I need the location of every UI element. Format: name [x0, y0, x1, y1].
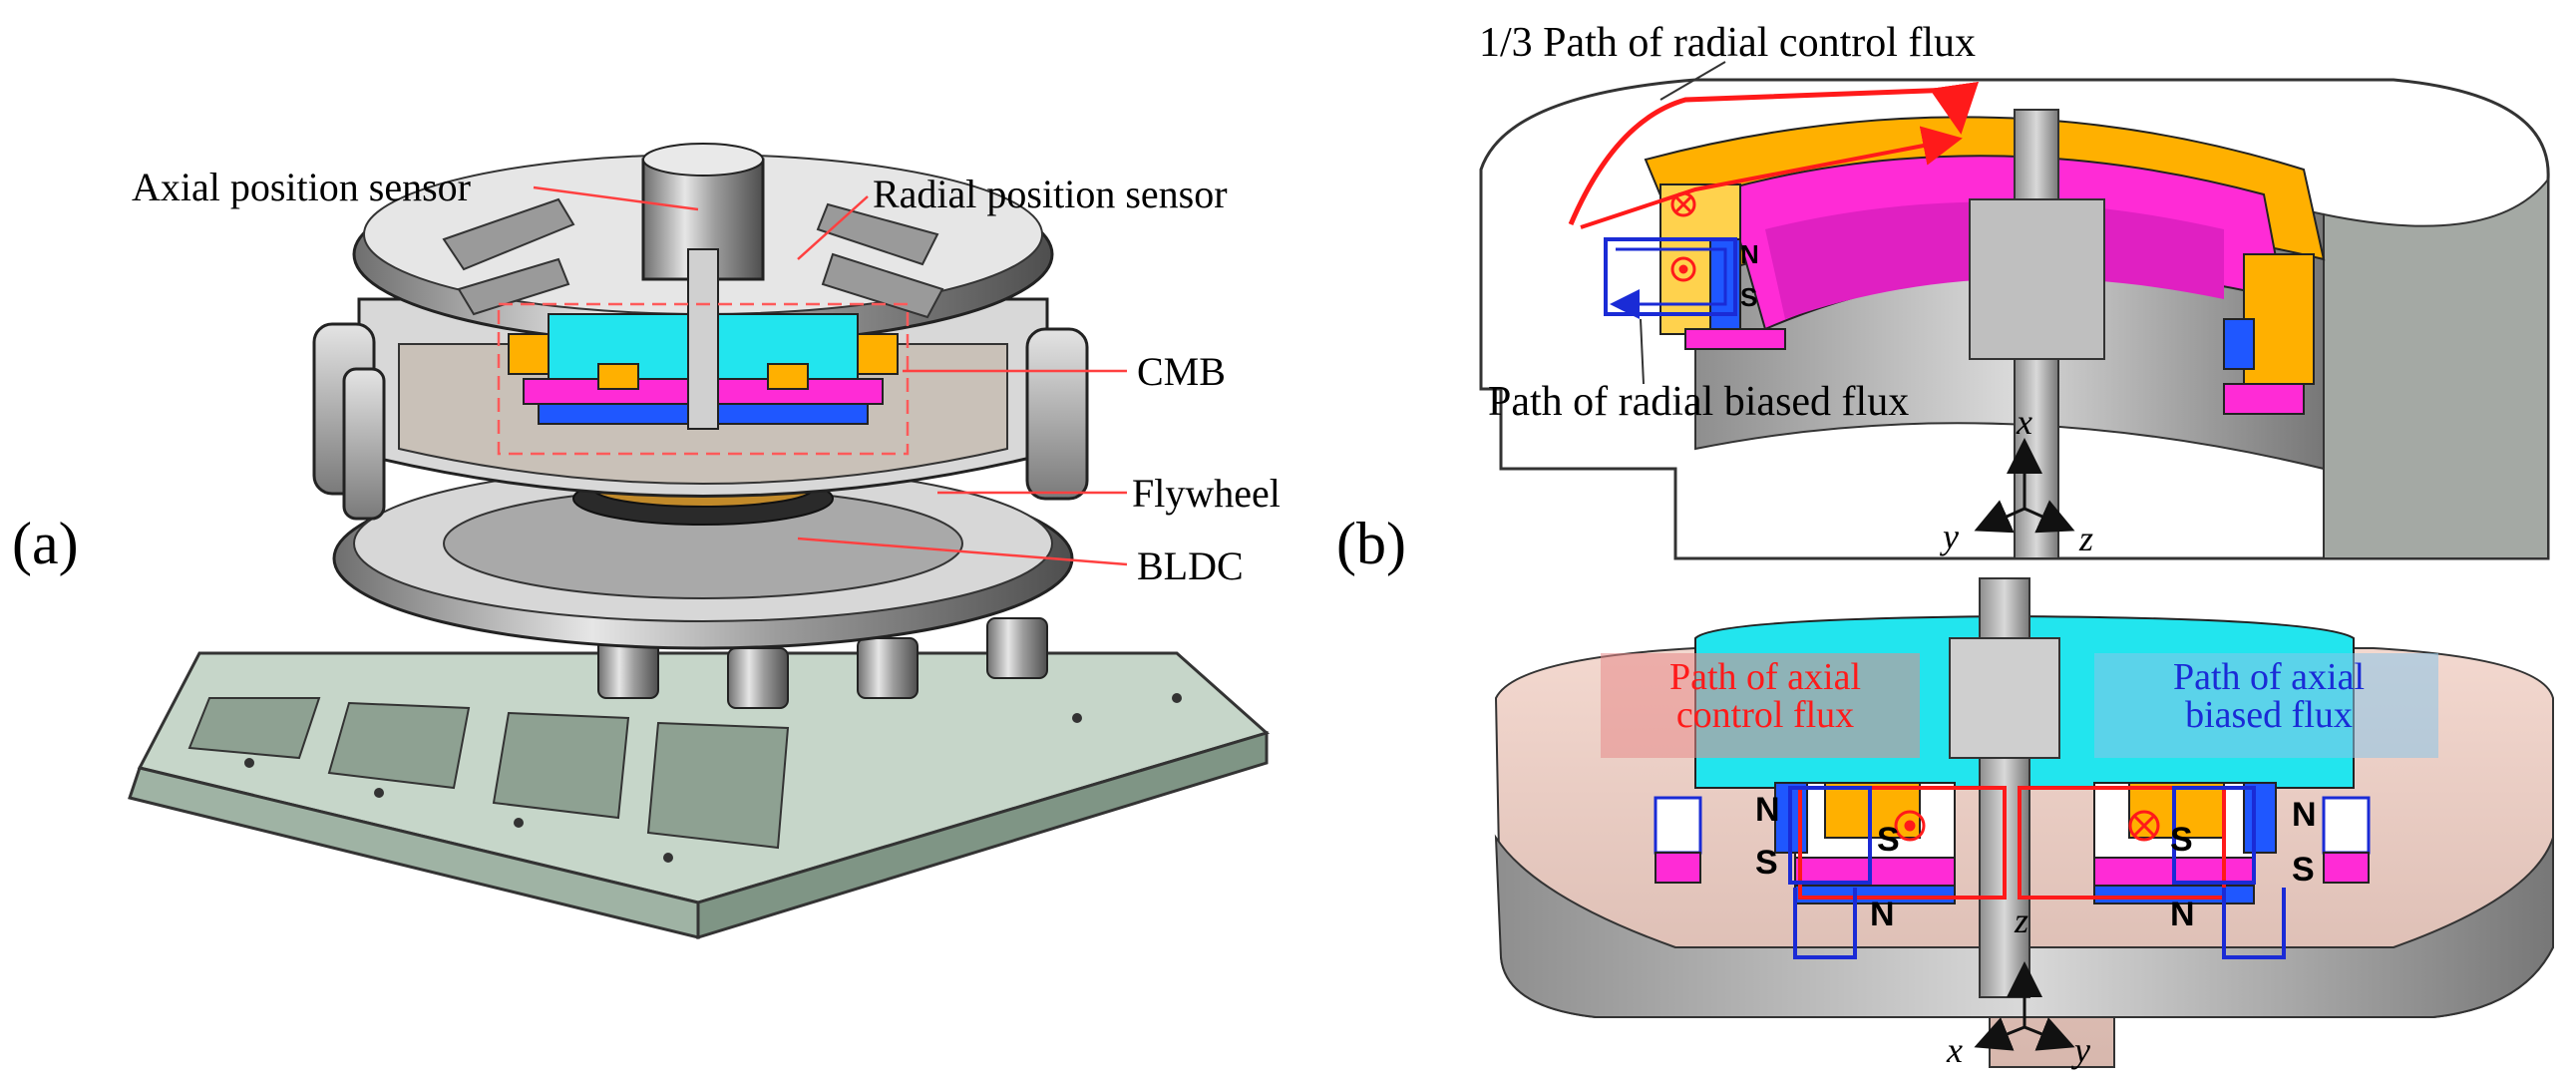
axis-bottom-x: x	[1947, 1030, 1963, 1070]
panel-b-top-illustration	[1479, 61, 2550, 560]
pole-right-inner-s: S	[2170, 821, 2193, 859]
axial-control-flux-paths	[1798, 786, 2226, 900]
pole-right-outer-s: S	[2292, 851, 2315, 889]
axes-triad-bottom	[1974, 961, 2075, 1051]
panel-b-label: (b)	[1336, 511, 1406, 576]
bldc-label: BLDC	[1137, 543, 1244, 588]
radial-biased-flux-label: Path of radial biased flux	[1488, 379, 1910, 425]
panel-a-label: (a)	[12, 511, 79, 576]
cmb-assembly	[508, 248, 899, 430]
panel-a-leader-lines	[533, 185, 1128, 566]
axes-triad-top	[1974, 438, 2075, 534]
radial-position-sensor-label: Radial position sensor	[873, 172, 1228, 216]
pole-right-outer-n: N	[2292, 796, 2317, 834]
panel-b-bottom-illustration	[1494, 577, 2554, 1068]
panel-a-illustration	[128, 143, 1271, 940]
axial-control-flux-label: Path of axial control flux	[1668, 656, 1862, 736]
support-feet	[597, 617, 1048, 709]
radial-biased-flux-loop	[1604, 237, 1737, 316]
pole-left-outer-n: N	[1755, 791, 1780, 829]
axial-biased-flux-label: Path of axial biased flux	[2172, 656, 2366, 736]
pole-left-inner-s: S	[1877, 821, 1900, 859]
axial-biased-box	[2094, 653, 2438, 758]
cmb-label: CMB	[1137, 349, 1226, 394]
radial-control-flux-path	[1568, 81, 1980, 225]
axial-control-box	[1601, 653, 1920, 758]
axial-biased-flux-paths	[1788, 786, 2286, 959]
axis-bottom-y: y	[2074, 1030, 2090, 1070]
axial-position-sensor-label: Axial position sensor	[132, 165, 471, 209]
pole-top-n: N	[1740, 239, 1759, 269]
axis-top-x: x	[2017, 402, 2032, 442]
pole-top-s: S	[1740, 282, 1758, 312]
pole-left-inner-n: N	[1870, 896, 1895, 933]
axis-top-y: y	[1943, 517, 1959, 556]
cmb-dashed-outline	[497, 302, 910, 456]
coil-symbols-top	[1670, 191, 1696, 282]
base-plate	[128, 651, 1271, 940]
pole-left-outer-s: S	[1755, 844, 1778, 882]
flywheel-label: Flywheel	[1132, 471, 1281, 516]
pole-right-inner-n: N	[2170, 896, 2195, 933]
axis-top-z: z	[2079, 519, 2094, 558]
radial-control-flux-label: 1/3 Path of radial control flux	[1479, 20, 1977, 66]
axis-bottom-z: z	[2015, 901, 2029, 940]
